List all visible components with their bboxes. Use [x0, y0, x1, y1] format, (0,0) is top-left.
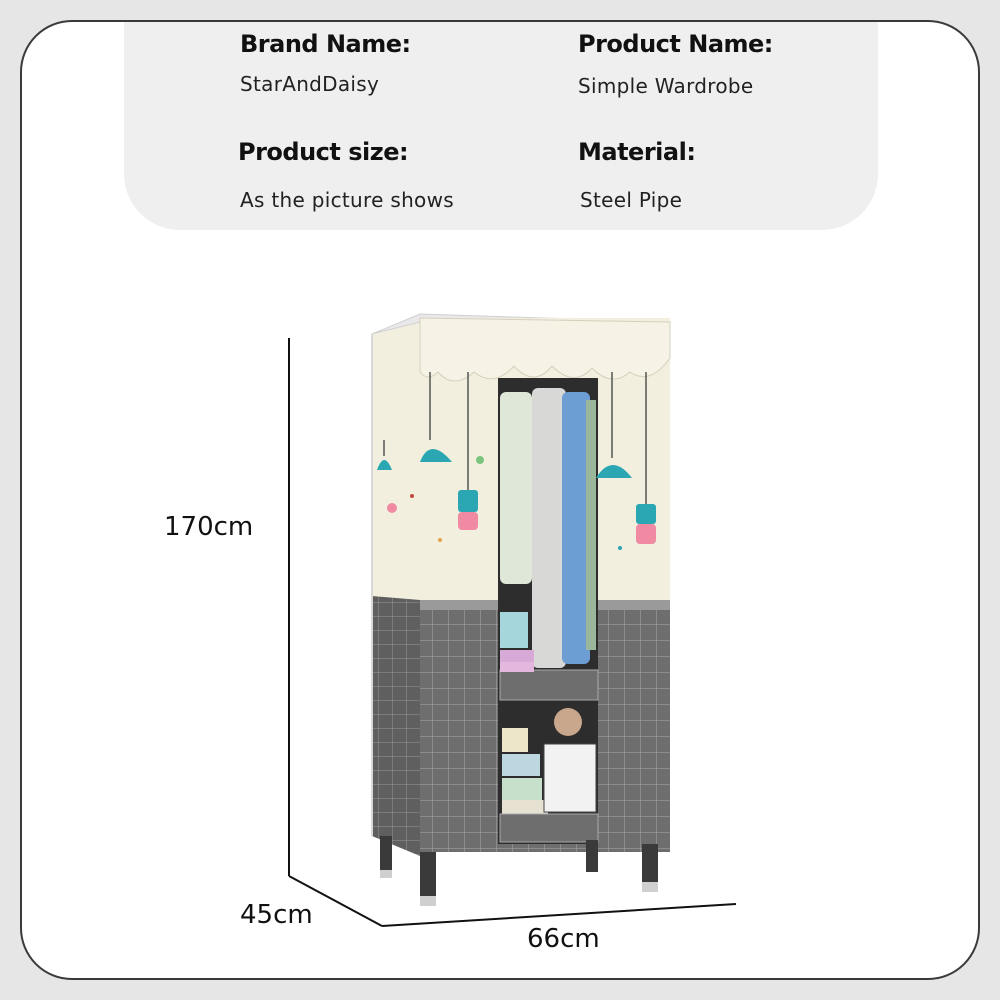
lamp-icons — [377, 449, 656, 550]
material-value: Steel Pipe — [580, 188, 683, 212]
brand-name-label: Brand Name: — [240, 30, 411, 58]
lamp-decorations — [383, 372, 647, 506]
brand-name-value: StarAndDaisy — [240, 72, 380, 96]
spec-panel: Brand Name: StarAndDaisy Product Name: S… — [124, 22, 878, 230]
height-dimension-label: 170cm — [164, 512, 254, 542]
dimension-lines — [288, 338, 737, 927]
material-label: Material: — [578, 138, 696, 166]
depth-dimension-label: 45cm — [240, 900, 313, 930]
product-size-value: As the picture shows — [240, 188, 454, 212]
product-name-label: Product Name: — [578, 30, 773, 58]
wardrobe-interior — [498, 378, 599, 844]
width-dimension-label: 66cm — [527, 924, 600, 954]
curtain-valance — [419, 317, 671, 382]
product-size-label: Product size: — [238, 138, 409, 166]
product-name-value: Simple Wardrobe — [578, 74, 754, 98]
wardrobe-side — [371, 316, 420, 856]
wardrobe-legs — [380, 836, 658, 906]
